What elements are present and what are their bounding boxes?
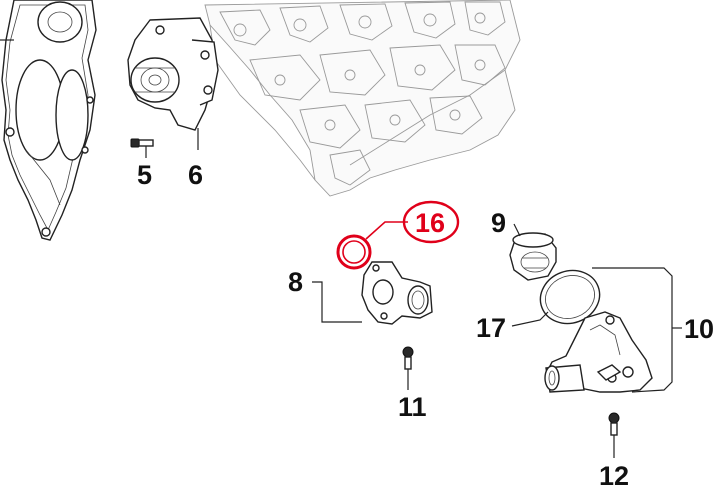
callout-17: 17 (476, 313, 506, 343)
timing-cover (0, 0, 97, 241)
callout-11: 11 (398, 392, 427, 422)
callout-9: 9 (491, 208, 506, 238)
gasket-16-seal-ring (336, 200, 460, 270)
engine-block-outline (204, 0, 521, 197)
callout-16-highlighted: 16 (415, 208, 445, 238)
bolt-11 (402, 346, 414, 390)
thermostat-9 (509, 223, 557, 281)
callout-6: 6 (188, 160, 203, 190)
thermostat-housing-10 (544, 267, 682, 393)
water-pump (127, 17, 219, 150)
callout-10: 10 (684, 314, 714, 344)
callout-8: 8 (288, 267, 303, 297)
o-ring-17 (511, 269, 601, 327)
bolt-5 (130, 138, 154, 158)
bolt-12 (608, 412, 620, 458)
callout-12: 12 (599, 461, 629, 489)
coolant-outlet-housing-8 (312, 261, 433, 325)
callout-5: 5 (137, 160, 152, 190)
